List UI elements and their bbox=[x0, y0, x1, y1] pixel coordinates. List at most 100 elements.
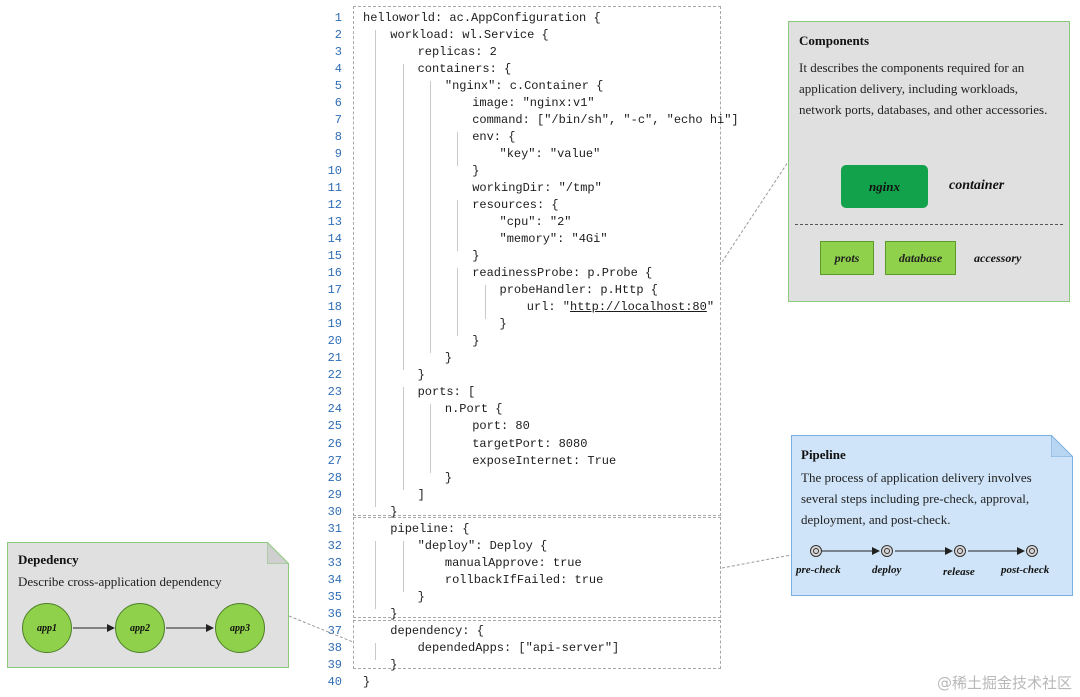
line-number: 34 bbox=[327, 572, 342, 587]
nginx-box: nginx bbox=[841, 165, 928, 208]
line-number: 29 bbox=[327, 487, 342, 502]
line-number: 14 bbox=[327, 232, 342, 247]
code-line: ports: [ bbox=[417, 385, 476, 400]
indent-guide bbox=[402, 387, 404, 490]
code-line: } bbox=[390, 504, 398, 519]
dependency-title: Depedency bbox=[18, 552, 79, 567]
indent-guide bbox=[375, 540, 377, 609]
line-number: 2 bbox=[334, 28, 342, 43]
code-line: } bbox=[390, 657, 398, 672]
line-number: 17 bbox=[327, 283, 342, 298]
line-number: 8 bbox=[334, 130, 342, 145]
line-number: 37 bbox=[327, 623, 342, 638]
code-line: } bbox=[363, 674, 371, 689]
pipeline-connector bbox=[721, 554, 792, 569]
line-number: 33 bbox=[327, 555, 342, 570]
app3-node: app3 bbox=[215, 603, 265, 653]
step-node bbox=[881, 545, 893, 557]
container-label: container bbox=[949, 178, 1005, 193]
line-number: 24 bbox=[327, 402, 342, 417]
pipeline-flow bbox=[810, 545, 1038, 557]
line-number: 38 bbox=[327, 640, 342, 655]
line-number: 20 bbox=[327, 334, 342, 349]
code-line: pipeline: { bbox=[390, 521, 470, 536]
pipeline-card: Pipeline The process of application deli… bbox=[791, 435, 1073, 596]
line-number: 9 bbox=[334, 147, 342, 162]
code-line: } bbox=[444, 470, 453, 485]
code-line: command: ["/bin/sh", "-c", "echo hi"] bbox=[472, 113, 739, 128]
indent-guide bbox=[375, 30, 377, 507]
components-connector bbox=[721, 161, 789, 263]
line-number: 13 bbox=[327, 215, 342, 230]
database-box: database bbox=[885, 241, 956, 275]
code-block: 1 helloworld: ac.AppConfiguration { 2 workl… bbox=[327, 6, 739, 689]
dependency-section-frame bbox=[353, 620, 721, 669]
line-number: 1 bbox=[334, 11, 342, 25]
line-number: 25 bbox=[327, 419, 342, 434]
url-suffix: " bbox=[706, 300, 715, 315]
code-line: "cpu": "2" bbox=[499, 215, 572, 230]
folded-corner-icon bbox=[1051, 435, 1073, 457]
line-number: 3 bbox=[334, 45, 342, 60]
line-number: 40 bbox=[327, 674, 342, 689]
indent-guide bbox=[457, 132, 459, 167]
step-node bbox=[954, 545, 966, 557]
dependency-card: Depedency Describe cross-application dep… bbox=[7, 542, 289, 668]
line-number: 21 bbox=[327, 351, 342, 366]
code-line: } bbox=[417, 589, 425, 604]
indent-guide bbox=[429, 404, 431, 473]
line-number: 16 bbox=[327, 266, 342, 281]
code-line: } bbox=[417, 368, 425, 383]
line-number: 11 bbox=[327, 181, 342, 196]
step-node bbox=[810, 545, 822, 557]
accessory-label: accessory bbox=[974, 251, 1022, 265]
line-number: 4 bbox=[334, 62, 342, 77]
line-number: 36 bbox=[327, 606, 342, 621]
step-label-deploy: deploy bbox=[872, 564, 902, 576]
pipeline-title: Pipeline bbox=[801, 447, 846, 462]
code-line: port: 80 bbox=[472, 419, 530, 434]
code-line: } bbox=[472, 249, 480, 264]
code-line: rollbackIfFailed: true bbox=[444, 572, 604, 587]
code-line: helloworld: ac.AppConfiguration { bbox=[363, 11, 601, 25]
code-line: "key": "value" bbox=[499, 147, 601, 162]
code-line: probeHandler: p.Http { bbox=[499, 283, 658, 298]
code-line: } bbox=[390, 606, 398, 621]
divider bbox=[795, 224, 1063, 225]
line-number: 10 bbox=[327, 164, 342, 179]
watermark: @稀土掘金技术社区 bbox=[936, 674, 1072, 692]
line-number: 27 bbox=[327, 453, 342, 468]
indent-guide bbox=[484, 285, 486, 320]
line-number: 12 bbox=[327, 198, 342, 213]
line-number: 26 bbox=[327, 436, 342, 451]
dependency-description: Describe cross-application dependency bbox=[18, 574, 222, 589]
indent-guide bbox=[457, 268, 459, 337]
line-number: 23 bbox=[327, 385, 342, 400]
code-line: } bbox=[472, 334, 480, 349]
line-number: 35 bbox=[327, 589, 342, 604]
code-line: workload: wl.Service { bbox=[390, 28, 549, 43]
code-line: "nginx": c.Container { bbox=[444, 79, 604, 94]
line-number: 22 bbox=[327, 368, 342, 383]
code-line: dependedApps: ["api-server"] bbox=[417, 640, 620, 655]
line-number: 31 bbox=[327, 521, 342, 536]
step-label-release: release bbox=[943, 566, 975, 578]
code-line: manualApprove: true bbox=[444, 555, 582, 570]
line-number: 28 bbox=[327, 470, 342, 485]
code-line: } bbox=[499, 317, 507, 332]
indent-guide bbox=[457, 200, 459, 252]
url-link[interactable]: http://localhost:80 bbox=[570, 300, 707, 315]
folded-corner-icon bbox=[267, 542, 289, 564]
step-label-pre-check: pre-check bbox=[796, 564, 841, 576]
line-number: 39 bbox=[327, 657, 342, 672]
code-line: ] bbox=[417, 487, 425, 502]
line-number: 6 bbox=[334, 96, 342, 111]
code-line: resources: { bbox=[472, 198, 559, 213]
code-line: readinessProbe: p.Probe { bbox=[472, 266, 653, 281]
indent-guide bbox=[429, 81, 431, 354]
line-number: 19 bbox=[327, 317, 342, 332]
indent-guide bbox=[375, 642, 377, 660]
code-line: "memory": "4Gi" bbox=[499, 232, 608, 247]
code-line: } bbox=[444, 351, 453, 366]
code-line: env: { bbox=[472, 130, 516, 145]
